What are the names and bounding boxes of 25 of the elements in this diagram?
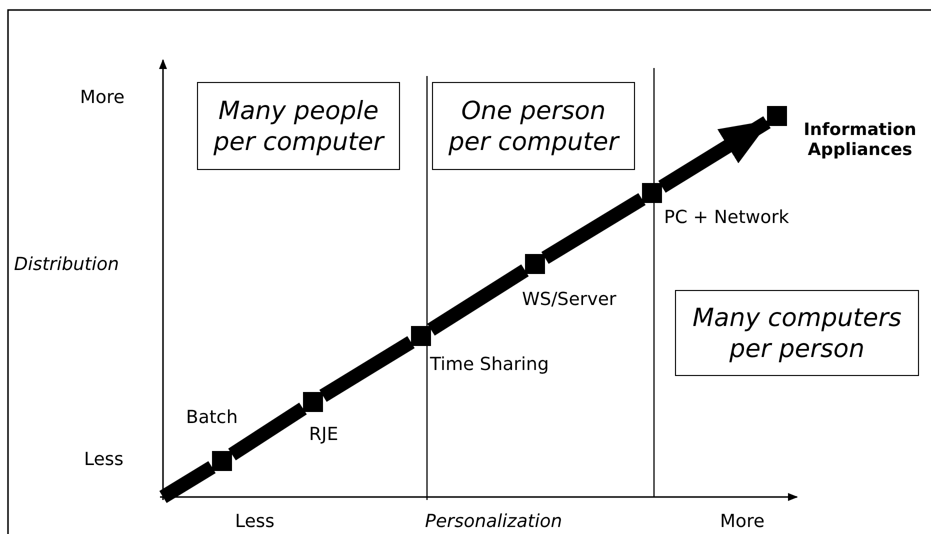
box-text: Many computers per person [691,302,903,364]
point-marker [212,451,232,471]
box-text: One person per computer [447,94,621,158]
axis-label: Less [235,511,275,533]
text-box [432,82,635,170]
point-marker [642,183,662,203]
axis-label: More [720,511,765,533]
axis-label: Personalization [425,511,562,533]
box-text: Many people per computer [212,94,386,158]
text-box [197,82,400,170]
point-marker [767,106,787,126]
point-label: Time Sharing [430,354,549,376]
point-label: Information Appliances [802,120,918,161]
point-label: PC + Network [664,207,790,229]
text-box [675,290,919,376]
trend-arrow [658,116,771,193]
point-marker [303,392,323,412]
axis-label: More [80,87,125,109]
axis-label: Distribution [14,254,120,276]
axis-label: Less [84,449,124,471]
point-label: RJE [309,424,338,446]
point-label: WS/Server [522,289,616,311]
point-label: Batch [186,407,238,429]
point-marker [411,326,431,346]
point-marker [525,254,545,274]
